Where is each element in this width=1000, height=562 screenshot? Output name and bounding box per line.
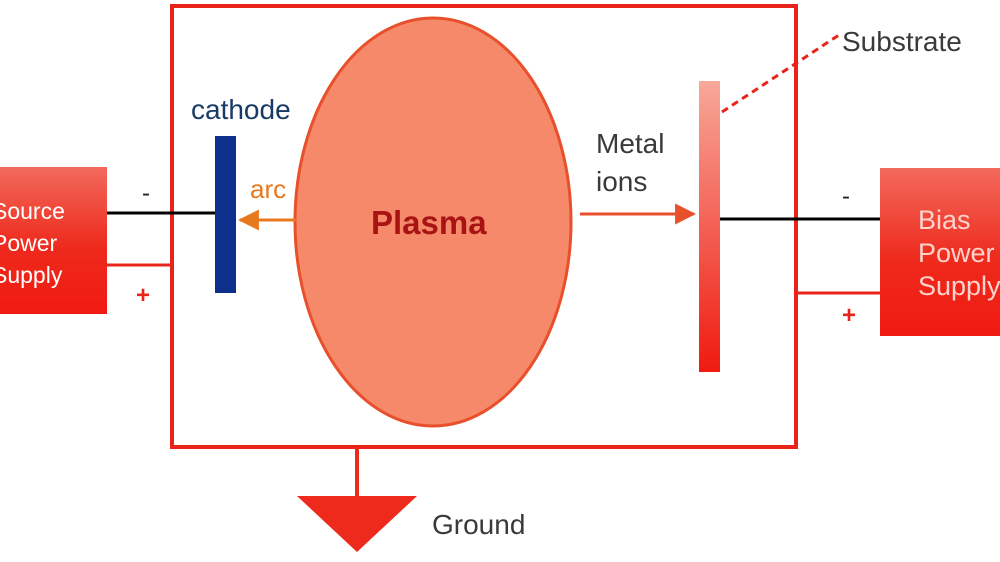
source-label-line3: Supply (0, 262, 63, 288)
plasma-label: Plasma (371, 204, 487, 241)
metal-ions-label-line2: ions (596, 166, 648, 197)
source-label-line2: Power (0, 230, 58, 256)
bias-plus-sign: + (842, 302, 857, 329)
source-plus-sign: + (136, 282, 151, 309)
source-power-supply: Source Power Supply (0, 167, 107, 314)
plasma-ellipse (293, 16, 573, 428)
substrate-label: Substrate (842, 26, 962, 57)
ground-label: Ground (432, 509, 526, 540)
bias-label-line1: Bias (918, 205, 971, 235)
bias-label-line2: Power (918, 238, 995, 268)
cathode-label: cathode (191, 94, 291, 125)
arc-label: arc (250, 174, 287, 204)
source-label-line1: Source (0, 198, 65, 224)
substrate-leader-line (721, 31, 843, 114)
bias-power-supply: Bias Power Supply (880, 168, 1000, 336)
cathode-bar (215, 136, 236, 293)
ground-symbol (297, 496, 417, 552)
bias-minus-sign: - (842, 183, 850, 210)
source-minus-sign: - (142, 180, 150, 207)
vacuum-chamber (170, 4, 798, 449)
bias-label-line3: Supply (918, 271, 1000, 301)
metal-ions-label-line1: Metal (596, 128, 665, 159)
substrate-bar (699, 81, 720, 372)
